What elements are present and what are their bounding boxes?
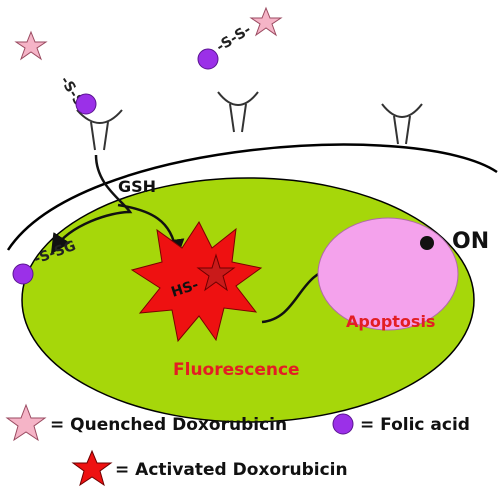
fluorescence-label: Fluorescence bbox=[173, 360, 300, 380]
quenched-doxorubicin-star-top-left bbox=[14, 30, 48, 61]
legend-folic-label: = Folic acid bbox=[360, 415, 470, 435]
legend-quenched-star-icon bbox=[5, 403, 47, 442]
legend: = Quenched Doxorubicin = Folic acid = Ac… bbox=[5, 403, 470, 487]
gsh-label: GSH bbox=[118, 177, 156, 196]
folate-receptor-left bbox=[76, 109, 123, 151]
legend-quenched-label: = Quenched Doxorubicin bbox=[50, 415, 287, 435]
on-status-label: ON bbox=[452, 229, 489, 254]
fluorescence-burst bbox=[130, 220, 263, 343]
nucleolus bbox=[420, 236, 434, 250]
legend-folic-acid-icon bbox=[332, 413, 354, 435]
legend-activated-label: = Activated Doxorubicin bbox=[115, 460, 348, 480]
legend-activated-star-icon bbox=[71, 449, 113, 487]
disulfide-linker-top-right: -S-S- bbox=[214, 22, 255, 56]
folic-acid-bound bbox=[75, 93, 97, 115]
activated-doxorubicin-star bbox=[196, 253, 236, 292]
apoptosis-label: Apoptosis bbox=[346, 312, 435, 331]
folate-receptor-right bbox=[381, 103, 423, 145]
arrow-to-released-folate bbox=[50, 154, 133, 255]
cell-membrane bbox=[6, 143, 498, 251]
quenched-doxorubicin-star-top-right bbox=[249, 6, 283, 37]
folic-acid-released bbox=[12, 263, 34, 285]
folate-receptor-middle bbox=[217, 91, 259, 133]
folic-acid-free bbox=[197, 48, 219, 70]
